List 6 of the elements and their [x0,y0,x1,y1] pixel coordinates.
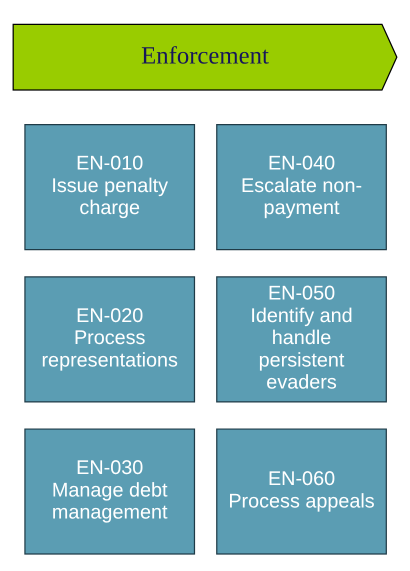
node-box: EN-010 Issue penalty charge [24,124,196,250]
node-box: EN-020 Process representations [24,276,196,402]
node-box: EN-040 Escalate non-payment [216,124,387,250]
node-box: EN-060 Process appeals [216,428,387,555]
node-box: EN-050 Identify and handle persistent evaders [216,276,387,402]
node-box: EN-030 Manage debt management [24,428,196,555]
